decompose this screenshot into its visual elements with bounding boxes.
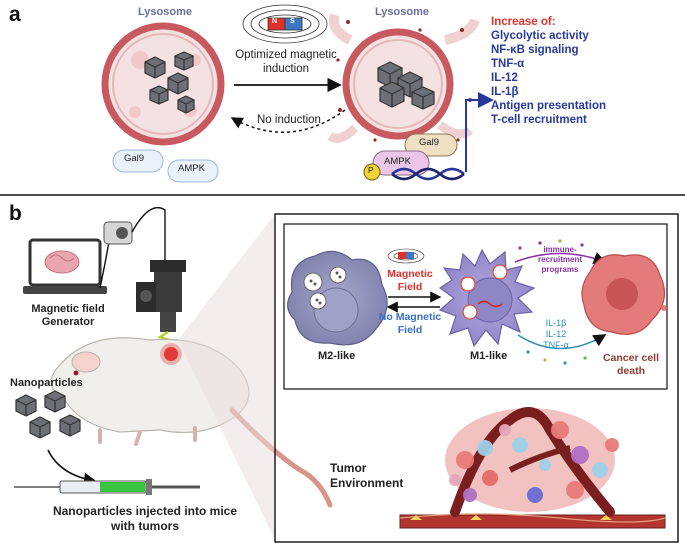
increase-item: IL-1β: [491, 86, 519, 98]
nanoparticles-label: Nanoparticles: [10, 377, 83, 389]
increase-item: NF-κB signaling: [491, 44, 579, 56]
gal9-left-label: Gal9: [124, 153, 145, 164]
no-magnetic-label-1: No Magnetic: [378, 311, 442, 323]
ampk-left-label: AMPK: [178, 163, 205, 174]
no-magnetic-label-2: Field: [397, 324, 423, 336]
magnet-icon-small: [387, 248, 425, 264]
nanoparticle-aggregate: [377, 61, 435, 110]
ampk-right-pill: [372, 150, 430, 176]
syringe-icon: [14, 479, 200, 495]
m2-label: M2-like: [318, 350, 356, 362]
increase-item: Glycolytic activity: [491, 30, 589, 42]
injected-label-1: Nanoparticles injected into mice: [52, 504, 238, 518]
increase-item: T-cell recruitment: [491, 114, 587, 126]
cytokine-label-1: IL-1β: [545, 318, 567, 328]
laptop-icon: [23, 238, 107, 294]
immune-label-2: recruitment: [537, 255, 582, 264]
m2-macrophage: [287, 250, 388, 346]
cytokine-label-3: TNF-α: [543, 340, 569, 350]
m1-label: M1-like: [470, 350, 508, 362]
increase-item: IL-12: [491, 72, 518, 84]
zoom-wedge: [178, 214, 275, 540]
induction-label-2: induction: [262, 63, 310, 75]
nanoparticle-cubes-b: [15, 390, 81, 439]
cancer-label-1: Cancer cell: [602, 352, 660, 364]
panel-a: [101, 4, 494, 183]
generator-label-1: Magnetic field: [31, 303, 105, 315]
dna-icon: [391, 167, 465, 181]
increase-item: Antigen presentation: [491, 100, 607, 112]
immune-label-1: immune-: [543, 245, 577, 254]
zoom-box: [274, 213, 679, 543]
phospho-label: P: [368, 165, 374, 175]
gal9-right-pill: [404, 133, 458, 157]
phospho-badge: [363, 163, 381, 181]
cancer-label-2: death: [616, 365, 645, 377]
magnet-n-label: N: [272, 18, 278, 25]
generator-label-2: Generator: [41, 316, 95, 328]
tumor-label-1: Tumor: [330, 461, 367, 475]
upregulation-arrow: [465, 92, 494, 172]
lysosome-left-label: Lysosome: [138, 6, 193, 18]
no-induction-label: No induction: [257, 114, 321, 126]
panel-a-label: a: [9, 3, 21, 26]
ampk-right-label: AMPK: [384, 156, 411, 167]
panel-b: [14, 206, 679, 543]
lysosome-left: [101, 22, 225, 146]
magnetic-field-label-2: Field: [397, 281, 423, 293]
magnet-icon: [242, 4, 328, 44]
tumor-label-2: Environment: [330, 476, 404, 490]
cytokine-dots: [518, 239, 587, 365]
increase-title: Increase of:: [491, 16, 556, 28]
magnetic-coil: [136, 260, 186, 369]
gal9-left-pill: [112, 149, 164, 173]
tumor-environment: [399, 407, 666, 529]
cytokine-label-2: IL-12: [545, 329, 567, 339]
nanoparticle-cubes-left: [144, 51, 195, 114]
m1-macrophage: [438, 248, 536, 348]
generator-device: [103, 221, 133, 245]
induction-label-1: Optimized magnetic: [235, 49, 337, 61]
injected-label-2: with tumors: [111, 519, 179, 533]
lysosome-right-label: Lysosome: [375, 6, 430, 18]
no-induction-arrow: [230, 109, 346, 133]
increase-item: TNF-α: [491, 58, 525, 70]
ampk-left-pill: [167, 159, 219, 183]
gal9-right-label: Gal9: [419, 137, 440, 148]
panel-b-label: b: [9, 202, 22, 225]
magnetic-field-label-1: Magnetic: [387, 268, 433, 280]
cancer-cell: [581, 254, 667, 335]
lysosome-right: [327, 13, 480, 143]
magnet-s-label: S: [290, 18, 295, 25]
immune-label-3: programs: [541, 265, 579, 274]
